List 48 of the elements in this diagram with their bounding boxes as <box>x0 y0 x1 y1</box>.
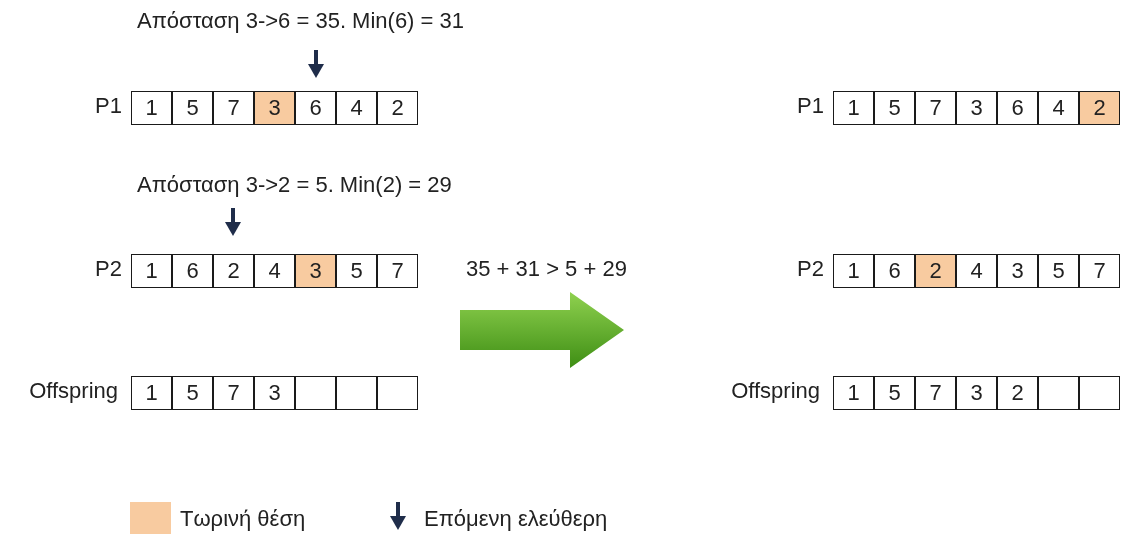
array-cell: 2 <box>997 376 1038 410</box>
legend-text: Επόμενη ελεύθερη <box>424 506 608 532</box>
array-cell: 2 <box>915 254 956 288</box>
array-cell: 3 <box>295 254 336 288</box>
array-cell: 5 <box>1038 254 1079 288</box>
array-cell: 2 <box>377 91 418 125</box>
array-cell: 5 <box>172 91 213 125</box>
array-cell: 1 <box>131 91 172 125</box>
array-cell: 1 <box>131 376 172 410</box>
array-cell: 2 <box>213 254 254 288</box>
array-cell: 4 <box>254 254 295 288</box>
row-label: P1 <box>95 93 122 119</box>
row-label: Offspring <box>29 378 118 404</box>
array-cell: 3 <box>956 91 997 125</box>
row-label: P1 <box>797 93 824 119</box>
array-cell: 5 <box>172 376 213 410</box>
array-cell: 4 <box>1038 91 1079 125</box>
array-cell: 3 <box>254 376 295 410</box>
legend-text: Τωρινή θέση <box>180 506 306 532</box>
array-cell: 7 <box>213 91 254 125</box>
array-cell: 5 <box>874 91 915 125</box>
row-label: Offspring <box>731 378 820 404</box>
array-cell: 7 <box>915 91 956 125</box>
array-cell: 7 <box>1079 254 1120 288</box>
array-cell: 4 <box>956 254 997 288</box>
distance-note: Απόσταση 3->6 = 35. Min(6) = 31 <box>137 8 464 34</box>
array-cell: 1 <box>833 254 874 288</box>
array-cell: 6 <box>295 91 336 125</box>
array-cell: 4 <box>336 91 377 125</box>
array-cell: 7 <box>213 376 254 410</box>
array-cell: 3 <box>956 376 997 410</box>
row-label: P2 <box>797 256 824 282</box>
array-cell: 1 <box>131 254 172 288</box>
row-label: P2 <box>95 256 122 282</box>
array-cell: 1 <box>833 376 874 410</box>
array-cell: 7 <box>915 376 956 410</box>
array-cell: 2 <box>1079 91 1120 125</box>
array-cell: 3 <box>254 91 295 125</box>
array-cell: 5 <box>336 254 377 288</box>
array-cell: 1 <box>833 91 874 125</box>
array-cell: 6 <box>172 254 213 288</box>
comparison-text: 35 + 31 > 5 + 29 <box>466 256 627 282</box>
array-cell: 3 <box>997 254 1038 288</box>
distance-note: Απόσταση 3->2 = 5. Min(2) = 29 <box>137 172 452 198</box>
array-cell: 6 <box>997 91 1038 125</box>
array-cell: 7 <box>377 254 418 288</box>
array-cell: 5 <box>874 376 915 410</box>
array-cell: 6 <box>874 254 915 288</box>
